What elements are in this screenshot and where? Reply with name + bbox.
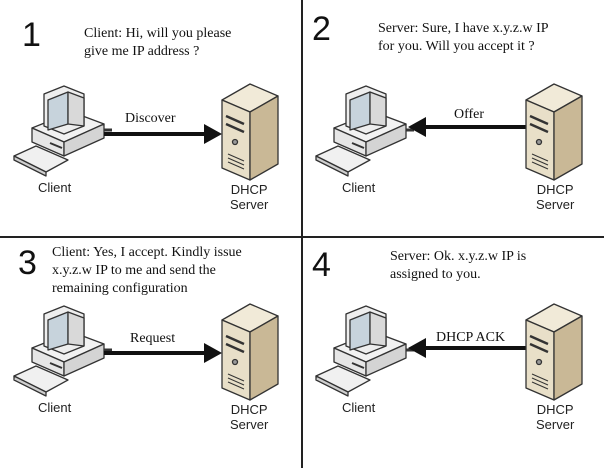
server-label: DHCP Server — [230, 402, 268, 432]
client-label: Client — [38, 400, 72, 415]
arrow-shape — [408, 338, 526, 358]
arrow-right-icon — [104, 343, 222, 363]
panel-3-request: 3 Client: Yes, I accept. Kindly issue x.… — [0, 234, 302, 468]
message-label: Discover — [125, 111, 176, 126]
dhcp-server-icon — [221, 83, 279, 181]
panel-4-ack: 4 Server: Ok. x.y.z.w IP is assigned to … — [302, 234, 604, 468]
step-caption: Client: Hi, will you please give me IP a… — [84, 26, 232, 59]
vertical-divider — [301, 0, 303, 468]
message-label: Offer — [454, 107, 485, 122]
step-number: 3 — [18, 244, 37, 282]
arrow-left-icon — [408, 338, 526, 358]
dhcp-server-icon — [525, 83, 583, 181]
panel-2-offer: 2 Server: Sure, I have x.y.z.w IP for yo… — [302, 0, 604, 234]
server-label-line2: Server — [536, 417, 575, 432]
server-label-line2: Server — [230, 197, 269, 212]
client-label: Client — [38, 180, 72, 195]
server-label: DHCP Server — [536, 402, 574, 432]
server-label-line1: DHCP — [536, 402, 574, 417]
server-label-line1: DHCP — [536, 182, 574, 197]
horizontal-divider — [0, 236, 604, 238]
server-label-line1: DHCP — [230, 402, 268, 417]
client-computer-icon — [315, 85, 414, 177]
arrow-left-icon — [408, 117, 526, 137]
server-label-line2: Server — [536, 197, 575, 212]
message-label: Request — [130, 331, 176, 346]
client-label: Client — [342, 180, 376, 195]
step-number: 2 — [312, 10, 331, 48]
dhcp-server-icon — [221, 303, 279, 401]
arrow-shape — [104, 343, 222, 363]
dhcp-server-icon — [525, 303, 583, 401]
message-label: DHCP ACK — [436, 330, 506, 345]
server-label: DHCP Server — [536, 182, 574, 212]
step-caption: Server: Sure, I have x.y.z.w IP for you.… — [378, 21, 549, 54]
arrow-shape — [408, 117, 526, 137]
server-label-line2: Server — [230, 417, 269, 432]
step-caption: Client: Yes, I accept. Kindly issue x.y.… — [52, 245, 242, 296]
server-label-line1: DHCP — [230, 182, 268, 197]
step-caption: Server: Ok. x.y.z.w IP is assigned to yo… — [390, 249, 527, 282]
step-number: 1 — [22, 16, 41, 54]
client-computer-icon — [13, 85, 112, 177]
step-number: 4 — [312, 246, 331, 284]
arrow-right-icon — [104, 124, 222, 144]
client-computer-icon — [315, 305, 414, 397]
client-computer-icon — [13, 305, 112, 397]
panel-1-discover: 1 Client: Hi, will you please give me IP… — [0, 0, 302, 234]
client-label: Client — [342, 400, 376, 415]
arrow-shape — [104, 124, 222, 144]
server-label: DHCP Server — [230, 182, 268, 212]
